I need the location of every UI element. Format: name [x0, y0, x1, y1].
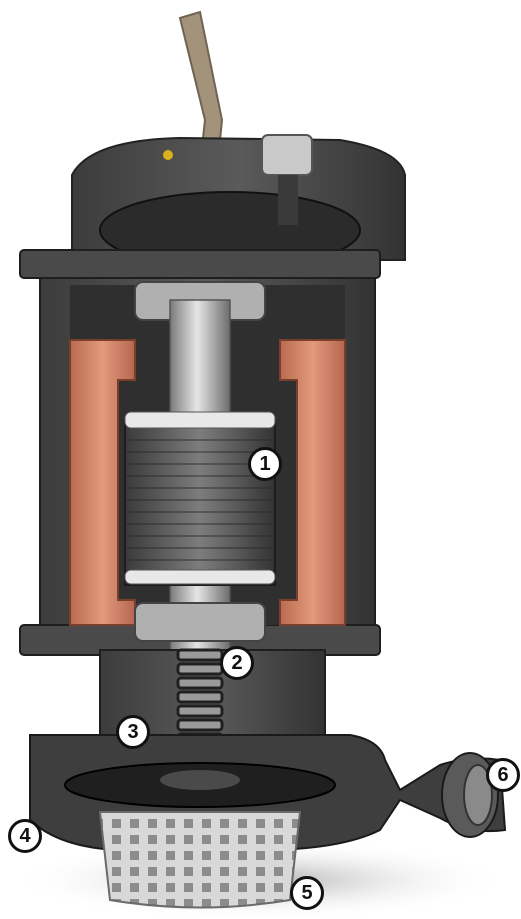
lower-bearing — [134, 602, 266, 642]
callout-5: 5 — [290, 876, 324, 910]
callout-6: 6 — [486, 758, 520, 792]
stator-winding-left — [69, 339, 136, 626]
callout-1: 1 — [248, 447, 282, 481]
callout-2: 2 — [220, 646, 254, 680]
top-cap-marker — [163, 150, 173, 160]
cable-gland-stem — [278, 175, 298, 225]
callout-3: 3 — [116, 715, 150, 749]
rotor-ring-top — [124, 411, 276, 429]
discharge-thread — [463, 764, 493, 826]
suction-strainer — [98, 811, 302, 909]
impeller-hub — [160, 770, 240, 790]
rotor-ring-bottom — [124, 569, 276, 585]
cable-gland — [261, 134, 313, 176]
rotor — [124, 419, 276, 586]
callout-4: 4 — [8, 819, 42, 853]
stator-winding-right — [279, 339, 346, 626]
housing-flange-top — [19, 249, 381, 279]
rotor-laminations — [125, 439, 275, 561]
